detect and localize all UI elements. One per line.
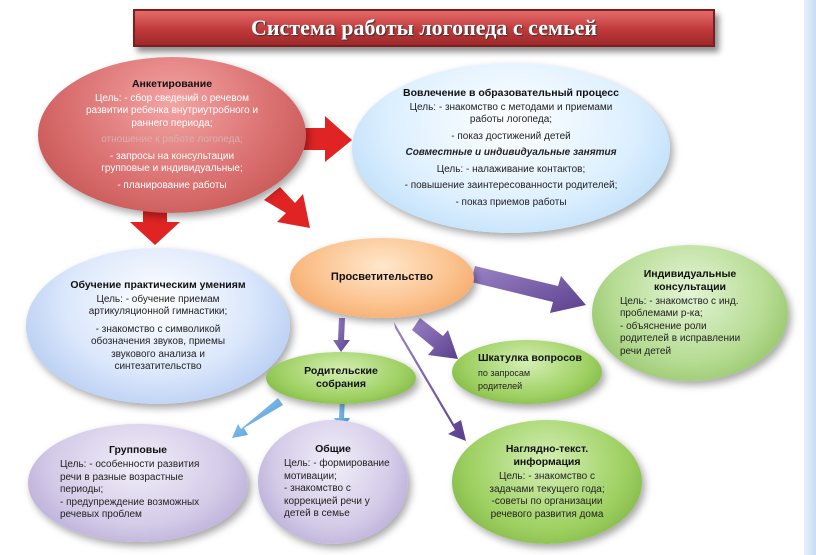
obuchenie-line: синтезатительство <box>114 361 202 372</box>
obuchenie-line: обозначения звуков, приемы <box>90 336 226 347</box>
obshchie-title: Общие <box>315 443 351 456</box>
individualnye-title: Индивидуальные консультации <box>644 268 737 294</box>
individualnye-title-line: консультации <box>654 280 726 293</box>
node-roditelskie-sobraniya: Родительские собрания <box>266 352 416 404</box>
obuchenie-line: - знакомство с символикой <box>95 323 221 335</box>
individualnye-title-line: Индивидуальные <box>643 267 737 280</box>
gruppovye-line: речевых проблем <box>60 509 142 521</box>
naglyadno-line: -советы по организации <box>491 496 603 507</box>
vovlechenie-title: Вовлечение в образовательный процесс <box>403 86 619 99</box>
roditelskie-title-line: Родительские <box>304 365 378 377</box>
obuchenie-line: Цель: - обучение приемам <box>96 293 220 305</box>
individualnye-line: речи детей <box>620 345 672 357</box>
obuchenie-title: Обучение практическим умениям <box>70 278 246 291</box>
arrow-purple-to-naglyadno <box>394 322 466 441</box>
naglyadno-title-line: информация <box>513 456 581 468</box>
arrow-purple-to-rod <box>333 318 350 352</box>
title-banner: Система работы логопеда с семьей <box>133 9 715 47</box>
node-prosvetitelstvo: Просветительство <box>290 238 474 318</box>
vovlechenie-line: Цель: - знакомство с методами и приемами <box>409 101 613 113</box>
gruppovye-title: Групповые <box>108 444 168 457</box>
obshchie-line: - знакомство с <box>284 483 351 495</box>
page-title: Система работы логопеда с семьей <box>250 15 598 40</box>
anketirovanie-title: Анкетирование <box>131 77 213 90</box>
obuchenie-line: артикуляционной гимнастики; <box>88 306 228 317</box>
node-vovlechenie: Вовлечение в образовательный процесс Цел… <box>352 63 670 233</box>
anketirovanie-line: групповые и индивидуальные; <box>101 163 243 175</box>
shkatulka-line: родителей <box>478 380 523 391</box>
shkatulka-title: Шкатулка вопросов <box>478 352 582 364</box>
gruppovye-line: речи в разные возрастные <box>60 471 184 483</box>
arrow-red-down <box>130 210 180 245</box>
obshchie-line: мотивации; <box>284 470 337 482</box>
naglyadno-title-line: Наглядно-текст. <box>505 443 589 455</box>
arrow-purple-to-shkatulka <box>412 318 458 359</box>
gruppovye-line: Цель: - особенности развития <box>60 459 200 471</box>
obuchenie-line: звукового анализа и <box>111 348 205 360</box>
anketirovanie-line: Цель: - сбор сведений о речевом <box>95 92 249 104</box>
individualnye-line: родителей в исправлении <box>620 333 741 345</box>
gruppovye-line: периоды; <box>60 484 104 496</box>
vovlechenie-subtitle: Совместные и индивидуальные занятия <box>405 147 617 159</box>
obshchie-line: детей в семье <box>284 508 350 520</box>
node-naglyadno: Наглядно-текст. информация Цель: - знако… <box>452 420 642 544</box>
anketirovanie-line: - планирование работы <box>117 179 227 191</box>
vovlechenie-line: - повышение заинтересованности родителей… <box>404 180 618 192</box>
shkatulka-line: по запросам <box>478 368 531 378</box>
anketirovanie-line: отношение к работе логопеда; <box>101 134 243 146</box>
individualnye-line: Цель: - знакомство с инд. <box>620 295 739 307</box>
arrow-blue-to-group <box>232 398 283 438</box>
vovlechenie-line: - показ достижений детей <box>451 130 571 142</box>
arrow-purple-to-individual <box>471 266 586 313</box>
vovlechenie-line: Цель: - налаживание контактов; <box>436 163 586 175</box>
gruppovye-line: - предупреждение возможных <box>60 496 200 508</box>
obshchie-line: Цель: - формирование <box>284 458 390 470</box>
anketirovanie-line: развитии ребенка внутриутробного и <box>85 105 259 117</box>
vovlechenie-line: работы логопеда; <box>469 114 553 126</box>
prosvetitelstvo-title: Просветительство <box>330 270 434 283</box>
naglyadno-line: задачами текущего года; <box>489 483 605 495</box>
node-obshchie: Общие Цель: - формирование мотивации; - … <box>258 420 408 544</box>
anketirovanie-line: раннего периода; <box>131 117 213 129</box>
slide-edge-decoration <box>804 0 816 555</box>
anketirovanie-line: - запросы на консультации <box>109 150 235 162</box>
roditelskie-title-line: собрания <box>316 378 366 390</box>
node-shkatulka: Шкатулка вопросов по запросам родителей <box>452 340 602 404</box>
naglyadno-line: Цель: - знакомство с <box>498 471 596 482</box>
node-anketirovanie: Анкетирование Цель: - сбор сведений о ре… <box>38 57 306 213</box>
obshchie-line: коррекцией речи у <box>284 495 370 507</box>
node-individualnye: Индивидуальные консультации Цель: - знак… <box>592 245 788 381</box>
node-gruppovye: Групповые Цель: - особенности развития р… <box>28 424 248 542</box>
naglyadno-line: речевого развития дома <box>490 508 604 520</box>
individualnye-line: - объяснение роли <box>620 320 707 332</box>
individualnye-line: проблемами р-ка; <box>620 308 703 320</box>
arrow-red-right <box>302 116 352 162</box>
arrow-red-down-right <box>264 187 310 228</box>
node-obuchenie: Обучение практическим умениям Цель: - об… <box>26 248 290 404</box>
vovlechenie-line: - показ приемов работы <box>455 196 567 208</box>
